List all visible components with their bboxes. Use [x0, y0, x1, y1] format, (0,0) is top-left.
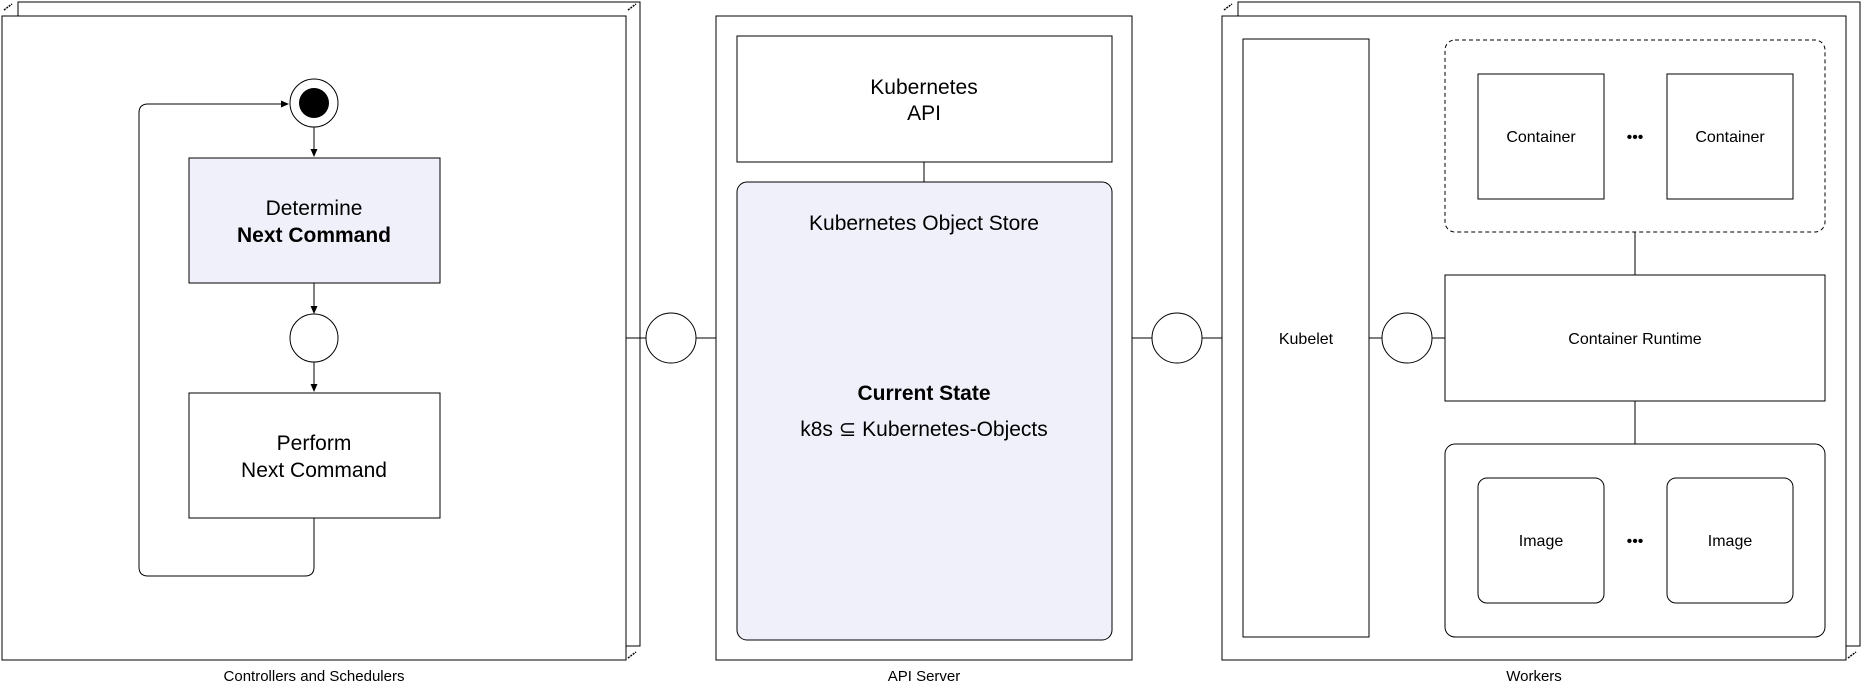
loop-back-arrow	[138, 100, 315, 577]
workers-caption: Workers	[1506, 668, 1562, 685]
current-state-title: Current State	[857, 382, 990, 405]
kubernetes-api-line2: API	[907, 102, 941, 125]
perform-label-line2: Next Command	[241, 459, 387, 482]
kubernetes-api-box	[736, 35, 1113, 163]
container-runtime-box	[1444, 274, 1826, 402]
container-box	[1666, 73, 1794, 200]
workers-panel: Kubelet Container ••• Container Containe…	[1221, 1, 1861, 685]
container-ellipsis: •••	[1627, 129, 1644, 146]
container-runtime-label: Container Runtime	[1568, 331, 1702, 348]
container-box	[1477, 73, 1605, 200]
initial-state-dot	[299, 88, 329, 118]
perform-label-line1: Perform	[277, 432, 352, 455]
image-box	[1666, 477, 1794, 604]
interface-node	[645, 312, 697, 364]
api-workers-interface	[1132, 312, 1222, 364]
container-label: Container	[1695, 129, 1765, 146]
interface-node	[1381, 312, 1433, 364]
resize-handle-icon[interactable]	[1223, 3, 1233, 11]
api-server-panel: Kubernetes API Kubernetes Object Store C…	[715, 15, 1133, 685]
resize-handle-icon[interactable]	[1847, 651, 1857, 659]
object-store-box	[736, 181, 1113, 641]
container-label: Container	[1506, 129, 1576, 146]
determine-label-line2: Next Command	[237, 224, 391, 247]
image-label: Image	[1708, 533, 1753, 550]
image-label: Image	[1519, 533, 1564, 550]
interface-node	[1151, 312, 1203, 364]
object-store-title: Kubernetes Object Store	[809, 212, 1039, 235]
determine-command-box	[188, 157, 441, 284]
controllers-api-interface	[626, 312, 716, 364]
controllers-caption: Controllers and Schedulers	[224, 668, 405, 685]
image-box	[1477, 477, 1605, 604]
api-server-caption: API Server	[888, 668, 961, 685]
resize-handle-icon[interactable]	[3, 3, 13, 11]
resize-handle-icon[interactable]	[627, 651, 637, 659]
kubelet-box	[1242, 38, 1370, 638]
resize-handle-icon[interactable]	[627, 3, 637, 11]
determine-label-line1: Determine	[266, 197, 363, 220]
image-ellipsis: •••	[1627, 533, 1644, 550]
controllers-panel: Determine Next Command Perform Next Comm…	[1, 1, 641, 685]
kubernetes-api-line1: Kubernetes	[870, 76, 977, 99]
kubelet-label: Kubelet	[1279, 331, 1334, 348]
current-state-expression: k8s ⊆ Kubernetes-Objects	[800, 418, 1048, 441]
perform-command-box	[188, 392, 441, 519]
choice-node	[289, 313, 339, 363]
